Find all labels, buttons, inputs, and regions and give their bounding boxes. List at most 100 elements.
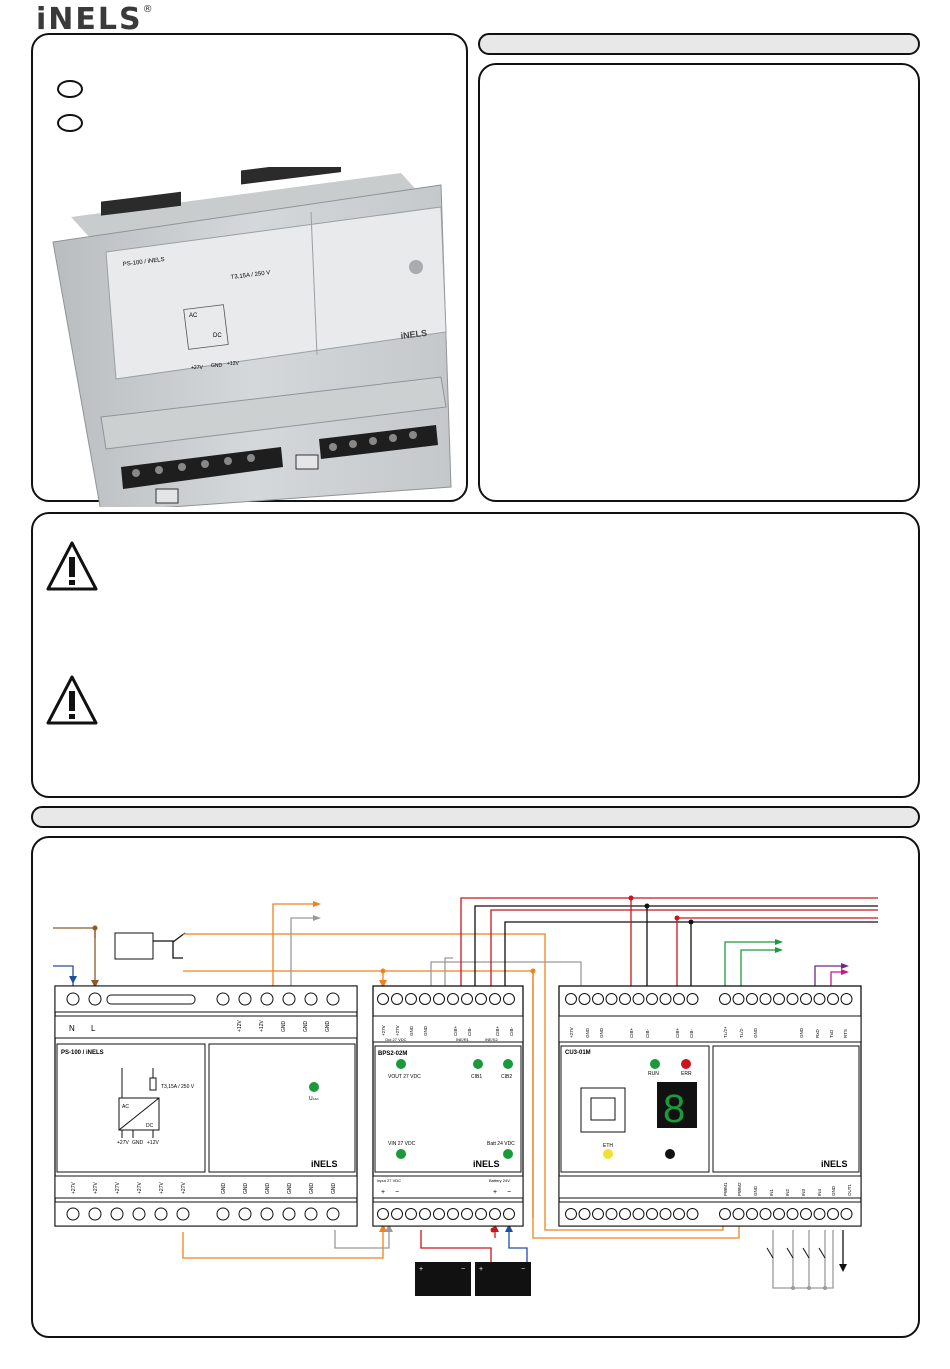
cu-led-label: ETH (603, 1143, 613, 1149)
cu-bottom-label: IN2 (785, 1189, 790, 1197)
terminal-screw (619, 1208, 631, 1220)
ps100-terminal-l: L (91, 1024, 96, 1033)
terminal-screw (786, 993, 799, 1005)
photo-output-27v: +27V (191, 365, 203, 371)
cu-top-label: RxD (815, 1029, 820, 1038)
cu-bottom-label: PWM1 (723, 1182, 728, 1196)
terminal-screw (686, 993, 699, 1005)
product-photo-panel: PS-100 / iNELS T3,15A / 250 V AC DC +27V… (31, 33, 468, 507)
battery-sign: − (461, 1266, 465, 1273)
bps-top-label: +27V (381, 1025, 386, 1036)
section-header-pill-connection (31, 806, 920, 828)
seven-segment-display (657, 1082, 697, 1128)
bps-group-label: INE/R1 (456, 1037, 470, 1042)
terminal-screw (565, 1208, 577, 1220)
bps-top-label: GND (409, 1025, 414, 1036)
terminal-screw (773, 993, 785, 1005)
terminal-screw (673, 1208, 685, 1220)
bps-led-label: VOUT 27 VDC (388, 1074, 421, 1080)
terminal-screw (719, 1208, 731, 1220)
ps100-title: PS-100 / iNELS (61, 1050, 104, 1056)
bps-group-label: INE/S2 (485, 1037, 498, 1042)
bps-bottom-terminal: − (395, 1189, 399, 1196)
photo-output-12v: +12V (227, 361, 239, 367)
bps-top-label: CIB+ (495, 1025, 500, 1036)
cu-bottom-label: PWM2 (737, 1182, 742, 1196)
cu-top-label: +27V (569, 1027, 574, 1038)
terminal-screw (732, 1208, 745, 1220)
terminal-screw (592, 993, 604, 1005)
bps-top-label: GND (423, 1025, 428, 1036)
cu-bottom-label: IN3 (801, 1189, 806, 1197)
terminal-screw (732, 993, 745, 1005)
cu-top-label: GND (799, 1027, 804, 1038)
terminal-screw (686, 1208, 699, 1220)
bps-led-label: VIN 27 VDC (388, 1141, 416, 1147)
terminal-screw (800, 1208, 812, 1220)
cu-led-label: ERR (681, 1071, 692, 1077)
cu-bottom-label: IN1 (769, 1189, 774, 1197)
ps100-bottom-label: +27V (159, 1182, 165, 1194)
terminal-screw (746, 1208, 758, 1220)
bps-bottom-group: Battery 24V (489, 1178, 510, 1183)
bps-led-label: Batt 24 VDC (487, 1141, 515, 1147)
ps100-top-label: GND (303, 1021, 309, 1033)
cu-top-label: GND (585, 1027, 590, 1038)
photo-fuse-label: T3,15A / 250 V (231, 270, 271, 281)
ps100-bottom-label: GND (221, 1183, 227, 1195)
cu-logo: iNELS (821, 1159, 848, 1169)
ps100-bottom-label: +27V (137, 1182, 143, 1194)
cu-bottom-label: OUT1 (847, 1184, 852, 1196)
ps100-led-label: UASC (309, 1096, 320, 1102)
terminal-screw (578, 993, 591, 1005)
inels-logo: iNELS® (36, 2, 153, 37)
cu-top-label: CIB- (645, 1028, 650, 1038)
terminal-screw (605, 1208, 618, 1220)
ps100-logo: iNELS (311, 1159, 338, 1169)
ps100-output-label: +12V (147, 1140, 159, 1146)
device-photo: PS-100 / iNELS T3,15A / 250 V AC DC +27V… (52, 167, 452, 507)
cu-bottom-label: GND (753, 1185, 758, 1196)
terminal-screw (619, 993, 631, 1005)
bps-bottom-terminal: + (493, 1189, 497, 1196)
bps-led-label: CIB1 (471, 1074, 482, 1080)
warning-panel (31, 512, 920, 798)
cu-top-label: TxD (829, 1029, 834, 1038)
bps-bottom-terminal: − (507, 1189, 511, 1196)
terminal-screw (813, 993, 826, 1005)
battery-sign: + (419, 1266, 423, 1273)
ps100-bottom-label: GND (309, 1183, 315, 1195)
ps100-bottom-label: +27V (181, 1182, 187, 1194)
ps100-terminal-n: N (69, 1024, 75, 1033)
battery-sign: − (521, 1266, 525, 1273)
ps100-bottom-label: GND (287, 1183, 293, 1195)
cu-title: CU3-01M (565, 1050, 591, 1056)
warning-icon (46, 675, 98, 725)
cu-top-label: RTS (843, 1029, 848, 1038)
terminal-screw (813, 1208, 826, 1220)
reset-button[interactable] (665, 1149, 675, 1159)
ps100-bottom-label: +27V (93, 1182, 99, 1194)
terminal-screw (592, 1208, 604, 1220)
terminal-screw (646, 993, 658, 1005)
bps-led-label: CIB2 (501, 1074, 512, 1080)
warning-icon (46, 541, 98, 591)
ps100-top-label: GND (325, 1021, 331, 1033)
terminal-screw (632, 1208, 645, 1220)
cu-top-label: GND (753, 1027, 758, 1038)
ps100-ac: AC (122, 1104, 129, 1110)
bps-top-label: +27V (395, 1025, 400, 1036)
bps-title: BPS2-02M (378, 1051, 407, 1057)
ps100-top-label: +12V (259, 1020, 265, 1032)
ps100-led (309, 1082, 319, 1092)
language-marker-1 (57, 80, 83, 98)
battery-sign: + (479, 1266, 483, 1273)
ps100-bottom-label: GND (265, 1183, 271, 1195)
segment-digit: 8 (663, 1087, 685, 1131)
battery-pack: + − + − (415, 1262, 531, 1296)
terminal-screw (827, 1208, 839, 1220)
ps100-top-label: +12V (237, 1020, 243, 1032)
terminal-screw (659, 993, 672, 1005)
